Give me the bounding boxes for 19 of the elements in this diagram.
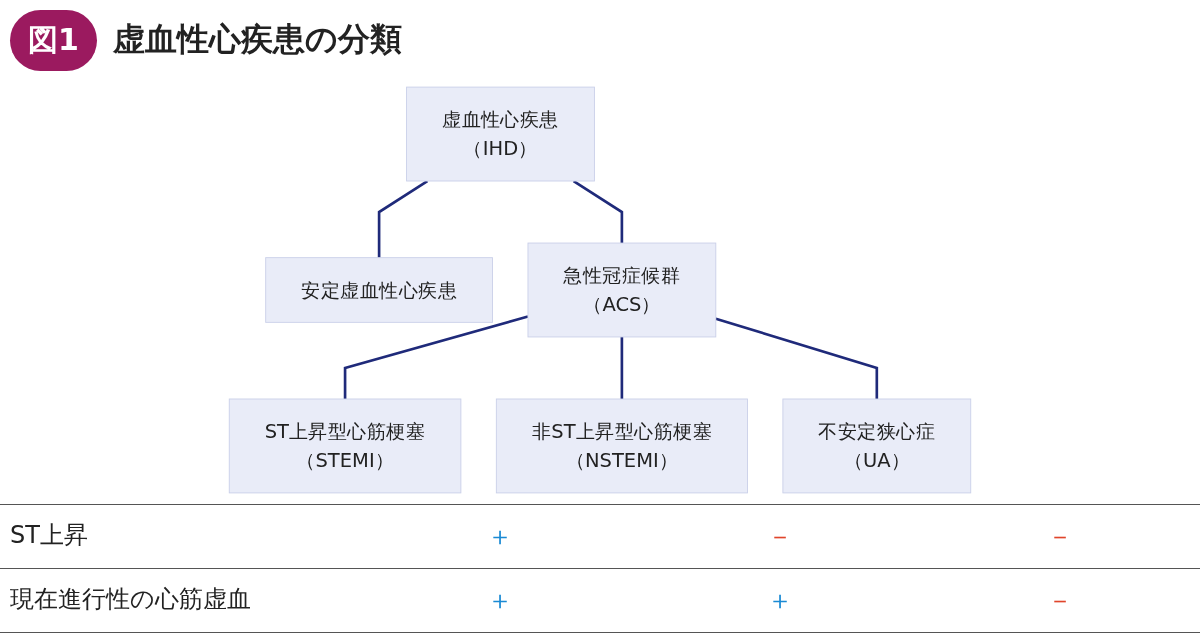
table-cell: ＋ <box>360 505 640 569</box>
table-cell: － <box>640 505 920 569</box>
figure-badge: 図1 <box>10 9 97 71</box>
row-header: 現在進行性の心筋虚血 <box>0 569 360 633</box>
node-box: 非ST上昇型心筋梗塞 （NSTEMI） <box>495 398 748 494</box>
table-cell: － <box>920 569 1200 633</box>
table-cell: ＋ <box>360 569 640 633</box>
connector <box>715 317 879 399</box>
node-box: 急性冠症候群 （ACS） <box>527 242 717 338</box>
node-box: 不安定狭心症 （UA） <box>782 398 972 494</box>
connector <box>343 315 529 399</box>
node-box: ST上昇型心筋梗塞 （STEMI） <box>228 398 462 494</box>
table-cell: ＋ <box>640 569 920 633</box>
title: 虚血性心疾患の分類 <box>112 19 402 60</box>
node-box: 虚血性心疾患 （IHD） <box>406 86 595 182</box>
connector <box>620 336 624 399</box>
node-box: 安定虚血性心疾患 <box>265 257 493 323</box>
row-header: ST上昇 <box>0 505 360 569</box>
table-cell: － <box>920 505 1200 569</box>
